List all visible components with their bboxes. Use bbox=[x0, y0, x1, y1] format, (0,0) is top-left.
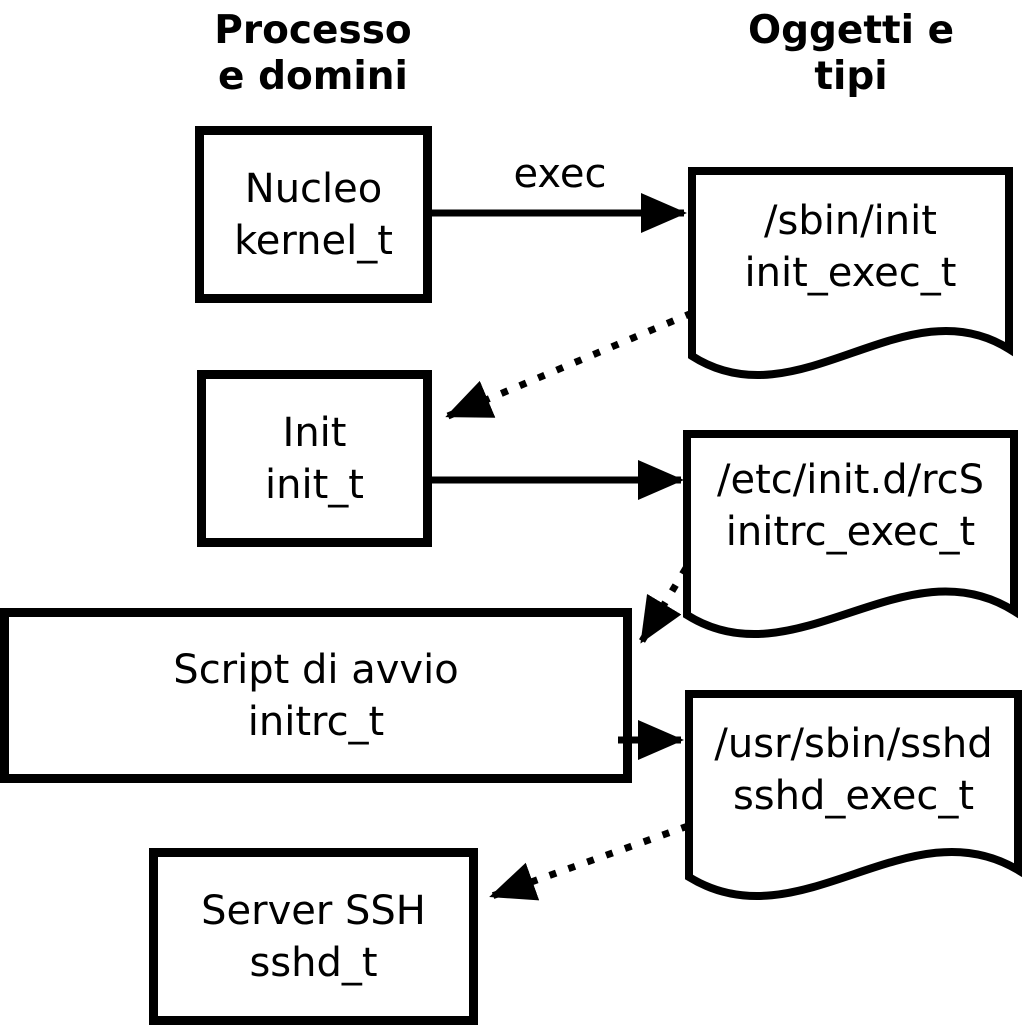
document-label-init-exec: /sbin/init init_exec_t bbox=[690, 195, 1011, 299]
domain-transition-arrow-to-initrc bbox=[639, 566, 689, 644]
document-shape-init-exec bbox=[688, 167, 1013, 379]
document-label-init-exec-type: init_exec_t bbox=[744, 250, 957, 296]
exec-arrow-label: exec bbox=[513, 151, 607, 197]
process-box-kernel-name: Nucleo bbox=[244, 165, 383, 212]
process-box-init-domain: init_t bbox=[265, 461, 364, 508]
domain-transition-arrow-to-sshd bbox=[489, 822, 690, 901]
column-header-processes-line1: Processo bbox=[214, 8, 412, 53]
column-header-objects-line2: tipi bbox=[814, 54, 888, 100]
process-box-init: Init init_t bbox=[197, 370, 432, 547]
document-label-init-exec-path: /sbin/init bbox=[764, 198, 937, 244]
document-shape-initrc-exec bbox=[683, 430, 1018, 639]
process-box-sshd-name: Server SSH bbox=[201, 887, 426, 934]
process-box-sshd-domain: sshd_t bbox=[249, 939, 378, 986]
column-header-objects-line1: Oggetti e bbox=[747, 8, 955, 53]
process-box-init-name: Init bbox=[282, 409, 347, 456]
document-label-initrc-exec-path: /etc/init.d/rcS bbox=[716, 457, 985, 503]
document-label-sshd-exec-path: /usr/sbin/sshd bbox=[714, 721, 993, 767]
column-header-processes: Processo e domini bbox=[163, 8, 463, 100]
document-label-sshd-exec: /usr/sbin/sshd sshd_exec_t bbox=[687, 718, 1020, 822]
document-label-initrc-exec: /etc/init.d/rcS initrc_exec_t bbox=[685, 454, 1016, 558]
document-label-sshd-exec-type: sshd_exec_t bbox=[732, 773, 975, 819]
process-box-sshd: Server SSH sshd_t bbox=[149, 848, 478, 1025]
document-label-initrc-exec-type: initrc_exec_t bbox=[725, 509, 976, 555]
process-box-initrc-domain: initrc_t bbox=[247, 698, 385, 745]
process-box-initrc: Script di avvio initrc_t bbox=[0, 608, 632, 783]
process-box-kernel: Nucleo kernel_t bbox=[195, 126, 432, 303]
column-header-objects: Oggetti e tipi bbox=[701, 8, 1001, 100]
column-header-processes-line2: e domini bbox=[218, 54, 408, 100]
document-shape-sshd-exec bbox=[685, 690, 1022, 900]
process-box-kernel-domain: kernel_t bbox=[234, 217, 393, 264]
domain-transition-arrow-to-init bbox=[445, 309, 694, 420]
process-box-initrc-name: Script di avvio bbox=[173, 646, 459, 693]
